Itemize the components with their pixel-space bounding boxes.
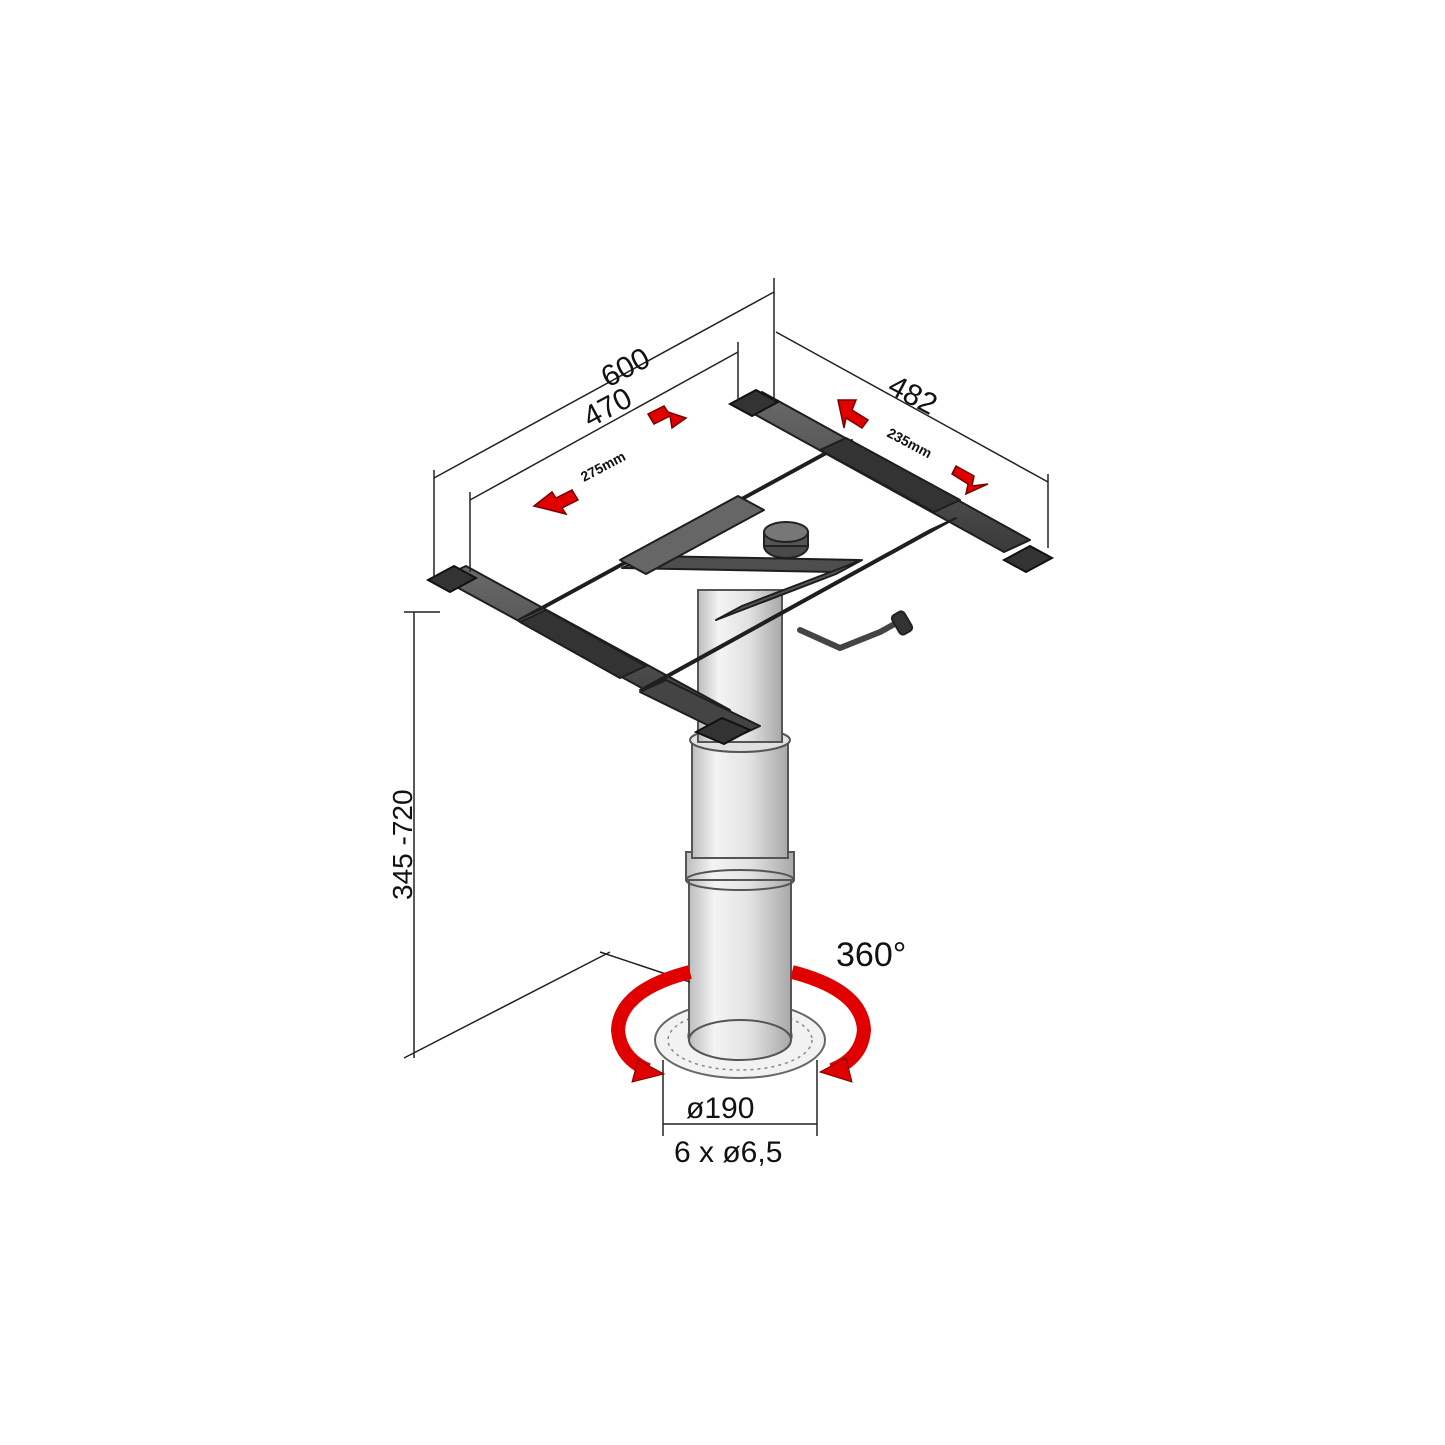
overall-length-label: 600 <box>596 342 656 395</box>
travel-arrows <box>532 399 989 516</box>
frame-length-label: 470 <box>578 382 638 435</box>
adjustment-knob <box>763 521 809 559</box>
dimension-lines <box>403 278 1049 1136</box>
rotation-arrows <box>610 965 872 1077</box>
rotation-arrowheads <box>631 1057 853 1083</box>
length-travel-label: 275mm <box>578 448 628 485</box>
height-range-label: 345 -720 <box>387 789 418 900</box>
width-label: 482 <box>883 369 943 422</box>
crank-handle <box>797 610 914 652</box>
rotation-label: 360° <box>836 936 906 974</box>
slide-frame <box>439 391 1031 739</box>
frame-end-brackets <box>425 388 1055 746</box>
pedestal-column <box>685 589 795 1061</box>
width-travel-label: 235mm <box>885 425 935 462</box>
base-diameter-label: ø190 <box>686 1092 754 1125</box>
mounting-holes-label: 6 x ø6,5 <box>674 1136 782 1169</box>
